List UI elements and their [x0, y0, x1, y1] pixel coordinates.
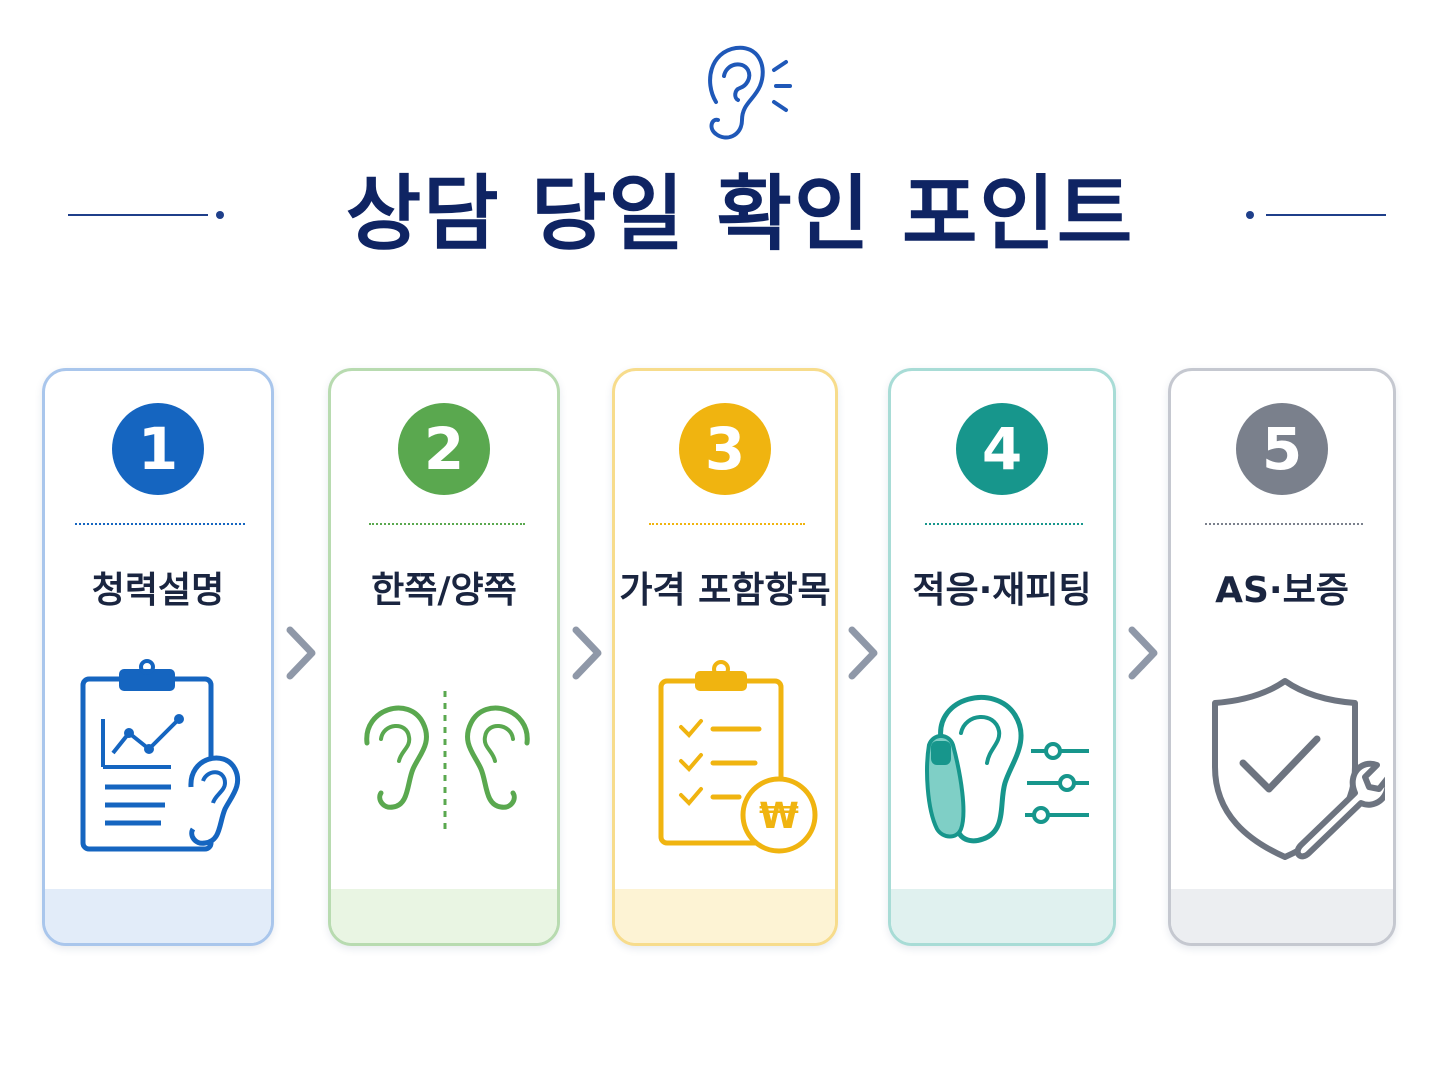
title-rule-left — [68, 214, 208, 216]
step-divider — [1205, 523, 1363, 525]
card-footer-band — [615, 889, 835, 943]
page-title: 상담 당일 확인 포인트 — [345, 167, 1135, 262]
title-row: 상담 당일 확인 포인트 — [0, 160, 1448, 270]
step-number-badge: 2 — [398, 403, 490, 495]
step-card-4: 4 적응·재피팅 — [888, 368, 1116, 946]
step-label: AS·보증 — [1215, 570, 1349, 611]
shield-wrench-icon — [1212, 678, 1385, 860]
step-number-badge: 3 — [679, 403, 771, 495]
step-number-badge: 4 — [956, 403, 1048, 495]
card-footer-band — [891, 889, 1113, 943]
checklist-won-icon: ₩ — [658, 660, 818, 854]
step-divider — [925, 523, 1083, 525]
step-card-2: 2 한쪽/양쪽 — [328, 368, 560, 946]
chevron-right-icon — [286, 626, 316, 680]
title-rule-right — [1266, 214, 1386, 216]
two-ears-icon — [364, 691, 530, 833]
step-divider — [649, 523, 805, 525]
step-divider — [369, 523, 525, 525]
step-card-1: 1 청력설명 — [42, 368, 274, 946]
title-dot-right — [1246, 211, 1254, 219]
svg-text:₩: ₩ — [759, 796, 799, 837]
title-dot-left — [216, 211, 224, 219]
card-footer-band — [45, 889, 271, 943]
clipboard-chart-ear-icon — [80, 659, 241, 852]
chevron-right-icon — [572, 626, 602, 680]
hearing-aid-adjust-icon — [925, 695, 1089, 844]
step-label: 가격 포함항목 — [619, 570, 831, 611]
step-number-badge: 5 — [1236, 403, 1328, 495]
chevron-right-icon — [1128, 626, 1158, 680]
step-label: 한쪽/양쪽 — [371, 570, 517, 611]
step-label: 청력설명 — [91, 570, 225, 611]
ear-sound-icon — [708, 45, 792, 140]
step-card-3: 3 가격 포함항목 ₩ — [612, 368, 838, 946]
card-footer-band — [331, 889, 557, 943]
step-divider — [75, 523, 245, 525]
step-card-5: 5 AS·보증 — [1168, 368, 1396, 946]
step-number-badge: 1 — [112, 403, 204, 495]
card-footer-band — [1171, 889, 1393, 943]
step-label: 적응·재피팅 — [912, 570, 1092, 611]
chevron-right-icon — [848, 626, 878, 680]
